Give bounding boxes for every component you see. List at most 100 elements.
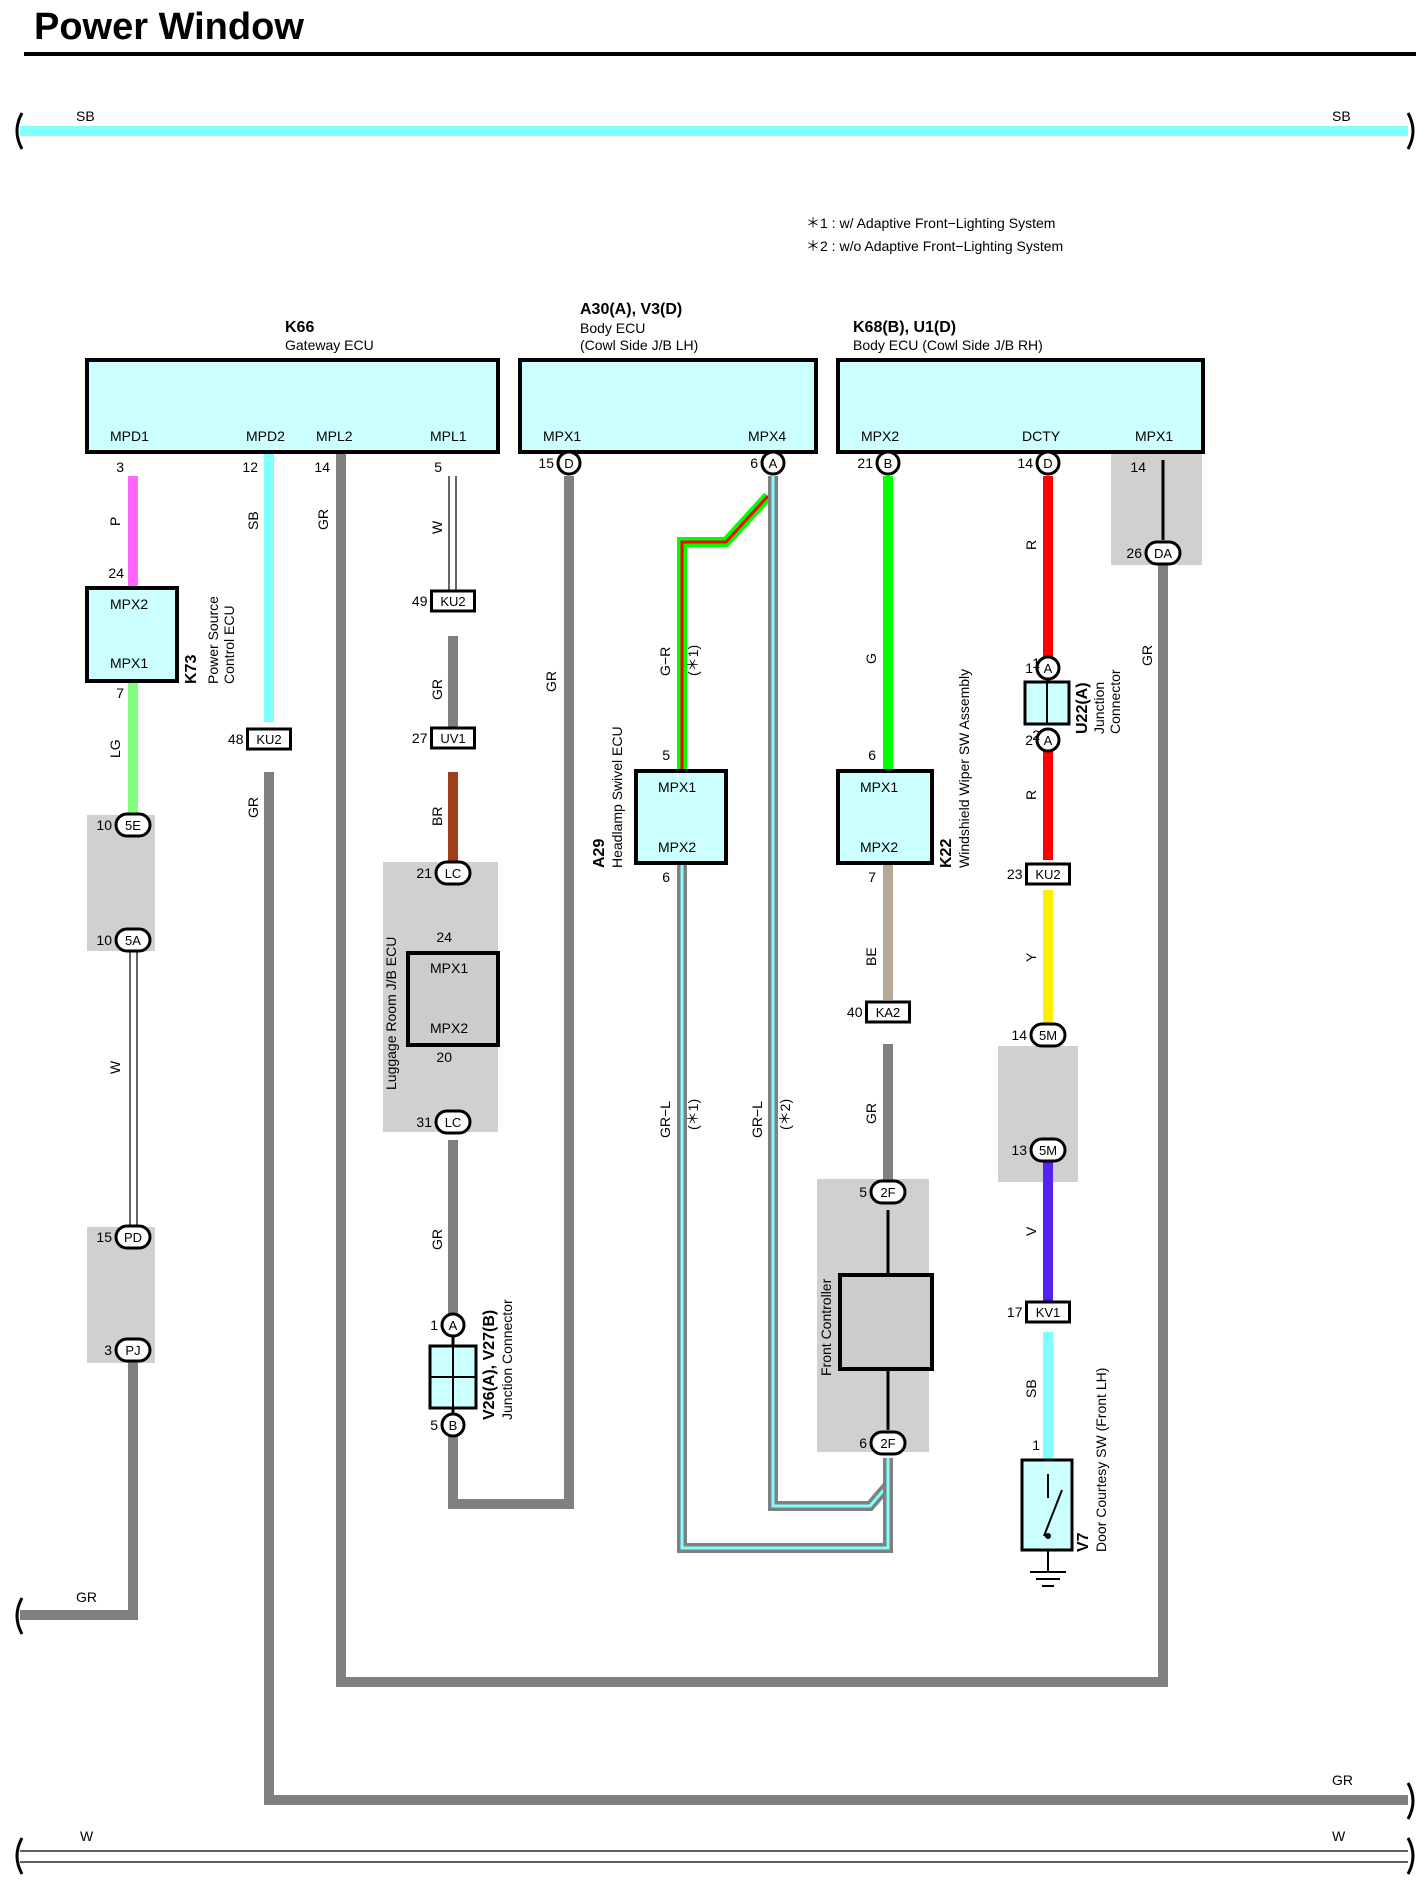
connector-body bbox=[1035, 655, 1061, 681]
body-lh-pin-mpx1: MPX1 bbox=[543, 428, 581, 444]
break-mark-right-gr bbox=[1406, 1782, 1415, 1820]
wire-label-r-1: R bbox=[1023, 540, 1039, 550]
body-rh-box bbox=[836, 358, 1205, 454]
connector-body bbox=[869, 1179, 907, 1205]
connector-code: PJ bbox=[125, 1343, 140, 1358]
wire-label-gr-mpd2: GR bbox=[245, 797, 261, 818]
wire-label-gr-da: GR bbox=[1139, 645, 1155, 666]
connector-pin: 14 bbox=[1011, 1027, 1027, 1043]
luggage-box bbox=[406, 951, 500, 1047]
connector-code: B bbox=[449, 1418, 458, 1433]
luggage-room-jb-ecu: MPX1 MPX2 Luggage Room J/B ECU bbox=[383, 937, 500, 1090]
body-lh-box bbox=[518, 358, 818, 454]
body-rh-id: K68(B), U1(D) bbox=[853, 319, 956, 336]
connector-body bbox=[875, 450, 901, 476]
wire-label-v: V bbox=[1023, 1226, 1039, 1236]
connector-body bbox=[114, 1337, 152, 1363]
k22-pin-mpx1: MPX1 bbox=[860, 779, 898, 795]
k73-power-source-ecu: MPX2 MPX1 K73 Power Source Control ECU bbox=[85, 586, 237, 684]
wire-gr-v26-mpx1 bbox=[448, 476, 574, 1509]
connector-code: KV1 bbox=[1036, 1305, 1061, 1320]
wire-gr-bottom bbox=[264, 772, 1408, 1805]
connector-body bbox=[430, 589, 476, 613]
connector-code: KU2 bbox=[440, 594, 465, 609]
connector-body bbox=[114, 927, 152, 953]
body-rh-pin-mpx2: MPX2 bbox=[861, 428, 899, 444]
connector-body bbox=[1035, 450, 1061, 476]
connector-body bbox=[114, 812, 152, 838]
connector-body bbox=[434, 860, 472, 886]
connector-body bbox=[1029, 1137, 1067, 1163]
connector-body bbox=[1029, 1022, 1067, 1048]
connector-body bbox=[440, 1412, 466, 1438]
wire-label-lg: LG bbox=[107, 739, 123, 758]
connector-d-15: D15 bbox=[538, 450, 582, 476]
body-rh-pin-mpx1: MPX1 bbox=[1135, 428, 1173, 444]
k22-pin-mpx2: MPX2 bbox=[860, 839, 898, 855]
connector-pin: 6 bbox=[859, 1435, 867, 1451]
connector-body bbox=[1025, 862, 1071, 886]
connector-code: LC bbox=[445, 866, 462, 881]
connector-code: KU2 bbox=[256, 732, 281, 747]
break-mark-left-gr bbox=[15, 1597, 24, 1635]
note-1: ＊1 : w/ Adaptive Front−Lighting System bbox=[806, 215, 1055, 231]
connector-code: 5M bbox=[1039, 1028, 1057, 1043]
pin-number: 12 bbox=[242, 459, 258, 475]
body-rh-name: Body ECU (Cowl Side J/B RH) bbox=[853, 337, 1043, 353]
wire-g-r bbox=[677, 492, 772, 771]
connector-code: B bbox=[884, 456, 893, 471]
connector-code: A bbox=[1044, 733, 1053, 748]
connector-code: 2F bbox=[880, 1185, 895, 1200]
luggage-pin-mpx2: MPX2 bbox=[430, 1020, 468, 1036]
w-label-left: W bbox=[80, 1828, 94, 1844]
pin-number: 3 bbox=[116, 459, 124, 475]
connector-code: DA bbox=[1154, 546, 1172, 561]
connector-body bbox=[440, 1312, 466, 1338]
connector-lc-21: LC 21 bbox=[416, 860, 472, 886]
wire-label-gr-v26: GR bbox=[429, 1229, 445, 1250]
connector-body bbox=[114, 1224, 152, 1250]
wire-label-r-2: R bbox=[1023, 790, 1039, 800]
connector-pin: 3 bbox=[104, 1342, 112, 1358]
connector-b-21: B21 bbox=[857, 450, 901, 476]
top-sb-rail: SB SB bbox=[15, 108, 1415, 150]
connector-body bbox=[1144, 540, 1182, 566]
k66-gateway-ecu: K66 Gateway ECU MPD1 MPD2 MPL2 MPL1 bbox=[85, 319, 500, 454]
wire-label-sb: SB bbox=[245, 511, 261, 530]
k73-box bbox=[85, 586, 179, 683]
k22-windshield-wiper-sw: MPX1 MPX2 K22 Windshield Wiper SW Assemb… bbox=[836, 669, 972, 868]
k66-id: K66 bbox=[285, 319, 314, 336]
connector-pin: 2 bbox=[1025, 732, 1033, 748]
connector-body bbox=[869, 1430, 907, 1456]
connector-a-2: A2 bbox=[1025, 727, 1061, 753]
connector-code: A bbox=[769, 456, 778, 471]
body-lh-name2: (Cowl Side J/B LH) bbox=[580, 337, 698, 353]
connector-ku2-48: KU2 48 bbox=[228, 727, 292, 751]
front-controller-name: Front Controller bbox=[818, 1278, 834, 1376]
wire-label-g-r: G−R bbox=[657, 647, 673, 676]
k73-pin-mpx2: MPX2 bbox=[110, 596, 148, 612]
connector-code: A bbox=[1044, 661, 1053, 676]
connector-code: 2F bbox=[880, 1436, 895, 1451]
connector-pin: 21 bbox=[416, 865, 432, 881]
shade-5e-5a bbox=[87, 815, 155, 951]
k73-pin-mpx1: MPX1 bbox=[110, 655, 148, 671]
v26-name: Junction Connector bbox=[499, 1299, 515, 1420]
connector-pin: 15 bbox=[96, 1229, 112, 1245]
break-mark-right bbox=[1406, 112, 1415, 150]
wire-label-y: Y bbox=[1023, 952, 1039, 962]
wire-label-note1: (＊1) bbox=[685, 1099, 701, 1130]
a29-pin-mpx1: MPX1 bbox=[658, 779, 696, 795]
pin-number: 24 bbox=[436, 929, 452, 945]
k22-name: Windshield Wiper SW Assembly bbox=[956, 669, 972, 868]
connector-pin: 48 bbox=[228, 731, 244, 747]
left-gr-label: GR bbox=[76, 1589, 97, 1605]
connector-pin: 10 bbox=[96, 817, 112, 833]
